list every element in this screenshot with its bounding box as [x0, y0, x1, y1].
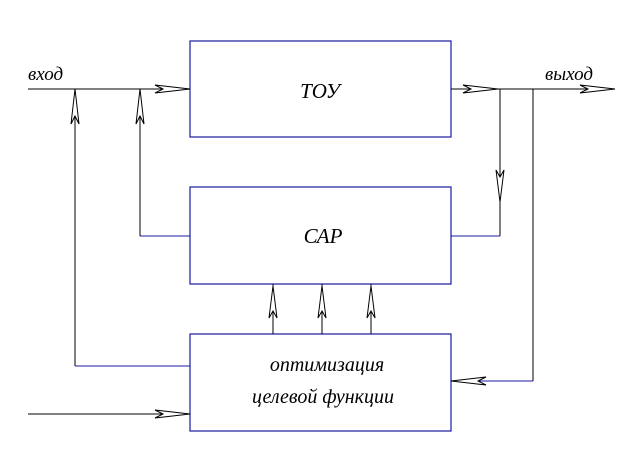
output-label: выход	[545, 64, 593, 85]
output-to-sar-arrow-icon	[495, 169, 505, 203]
optimization-label-line2: целевой функции	[252, 386, 394, 408]
opt-to-sar-arrow-3-icon	[366, 285, 376, 319]
criterion-input-arrow-icon	[154, 409, 191, 419]
sar-block	[189, 186, 452, 285]
tou-label: ТОУ	[300, 79, 343, 103]
opt-to-sar-arrow-1-icon	[268, 285, 278, 319]
input-label: вход	[28, 64, 63, 85]
opt-to-sar-arrow-2-icon	[317, 285, 327, 319]
tou-block	[189, 40, 452, 138]
sar-label: САР	[304, 224, 343, 248]
tou-output-arrow-icon	[462, 84, 499, 94]
optimization-label-line1: оптимизация	[270, 354, 384, 376]
output-to-opt-arrow-icon	[450, 376, 487, 386]
input-arrow-icon	[154, 84, 191, 94]
opt-to-input-arrow-icon	[70, 88, 80, 125]
sar-to-input-arrow-icon	[135, 88, 145, 125]
output-arrow-icon	[579, 84, 616, 94]
optimization-block	[189, 333, 452, 432]
